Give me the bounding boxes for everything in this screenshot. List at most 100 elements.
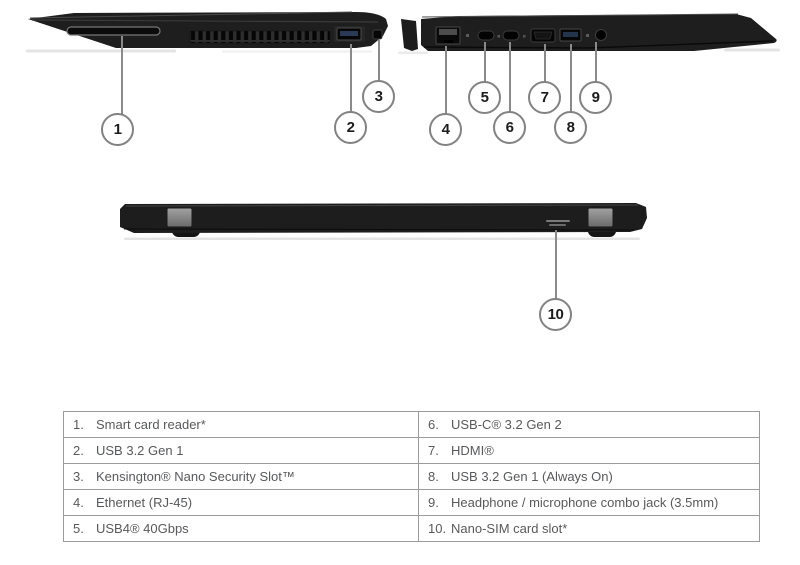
legend-label: HDMI®	[451, 443, 494, 458]
callout-8: 8	[554, 111, 587, 144]
legend-cell: 1. Smart card reader*	[63, 411, 419, 438]
callout-1: 1	[101, 113, 134, 146]
callout-line-2	[350, 44, 352, 112]
callout-5: 5	[468, 81, 501, 114]
lid-edge-highlight	[29, 11, 353, 19]
callout-line-8	[570, 44, 572, 112]
legend-num: 9.	[428, 495, 439, 510]
nano-sim-slot	[546, 220, 570, 226]
callout-6: 6	[493, 111, 526, 144]
callout-line-4	[445, 46, 447, 114]
legend-num: 3.	[73, 469, 84, 484]
vent-grille	[189, 30, 331, 44]
usb-a-tongue	[340, 31, 358, 36]
legend-label: Nano-SIM card slot*	[451, 521, 568, 536]
callout-2: 2	[334, 111, 367, 144]
legend-label: Headphone / microphone combo jack (3.5mm…	[451, 495, 719, 510]
legend-label: USB 3.2 Gen 1	[96, 443, 184, 458]
callout-line-7	[544, 44, 546, 82]
callout-number: 4	[441, 121, 450, 138]
callout-number: 1	[113, 121, 122, 138]
callout-number: 10	[547, 306, 564, 323]
legend-label: USB-C® 3.2 Gen 2	[451, 417, 562, 432]
legend-cell: 2. USB 3.2 Gen 1	[63, 437, 419, 464]
right-hinge	[587, 207, 614, 228]
usb-c-port-1	[477, 30, 495, 41]
legend-num: 1.	[73, 417, 84, 432]
legend-cell: 6. USB-C® 3.2 Gen 2	[418, 411, 760, 438]
legend-cell: 3. Kensington® Nano Security Slot™	[63, 463, 419, 490]
left-hinge	[166, 207, 193, 228]
callout-number: 5	[480, 89, 489, 106]
legend-num: 5.	[73, 521, 84, 536]
callout-line-10	[555, 230, 557, 299]
callout-line-5	[484, 42, 486, 82]
callout-number: 8	[566, 119, 575, 136]
legend-label: USB4® 40Gbps	[96, 521, 189, 536]
callout-10: 10	[539, 298, 572, 331]
ethernet-pins	[439, 29, 457, 35]
table-row: 5. USB4® 40Gbps 10. Nano-SIM card slot*	[63, 515, 760, 542]
legend-cell: 10. Nano-SIM card slot*	[418, 515, 760, 542]
callout-7: 7	[528, 81, 561, 114]
callout-number: 6	[505, 119, 514, 136]
front-lip	[401, 19, 418, 51]
port-legend-table: 1.Smart card reader* 6.USB-C® 3.2 Gen 2 …	[63, 411, 760, 542]
callout-line-3	[378, 40, 380, 81]
legend-num: 4.	[73, 495, 84, 510]
legend-label: Ethernet (RJ-45)	[96, 495, 193, 510]
table-row: 2. USB 3.2 Gen 1 7. HDMI®	[63, 437, 760, 464]
legend-cell: 5. USB4® 40Gbps	[63, 515, 419, 542]
table-row: 4. Ethernet (RJ-45) 9. Headphone / microph…	[63, 489, 760, 516]
laptop-rear-view	[120, 203, 647, 240]
callout-9: 9	[579, 81, 612, 114]
callout-3: 3	[362, 80, 395, 113]
lid-edge-highlight	[125, 204, 639, 207]
legend-cell: 7. HDMI®	[418, 437, 760, 464]
smart-card-reader-slot	[66, 26, 161, 36]
port-icon	[523, 35, 526, 38]
lid-edge-highlight	[421, 13, 739, 18]
kensington-nano-security-slot-icon	[372, 29, 383, 40]
base-seam	[123, 228, 635, 231]
shadow	[222, 50, 372, 53]
legend-num: 7.	[428, 443, 439, 458]
callout-number: 3	[374, 88, 383, 105]
lid-seam	[31, 19, 379, 23]
legend-label: Smart card reader*	[96, 417, 206, 432]
lid-base-seam	[423, 40, 774, 49]
callout-number: 9	[591, 89, 600, 106]
usb-a-tongue	[563, 32, 578, 37]
shadow	[26, 49, 176, 53]
legend-cell: 4. Ethernet (RJ-45)	[63, 489, 419, 516]
shadow	[724, 48, 780, 52]
table-row: 3. Kensington® Nano Security Slot™ 8. USB …	[63, 463, 760, 490]
callout-number: 2	[346, 119, 355, 136]
table-row: 1. Smart card reader* 6. USB-C® 3.2 Gen 2	[63, 411, 760, 438]
callout-4: 4	[429, 113, 462, 146]
port-icon	[586, 34, 589, 37]
port-icon	[466, 34, 469, 37]
headphone-jack-hole	[599, 33, 603, 37]
shadow	[124, 237, 640, 240]
hdmi-inner	[533, 31, 553, 40]
legend-label: Kensington® Nano Security Slot™	[96, 469, 295, 484]
legend-num: 8.	[428, 469, 439, 484]
laptop-left-side-view	[26, 11, 388, 53]
legend-cell: 9. Headphone / microphone combo jack (3.5…	[418, 489, 760, 516]
legend-num: 6.	[428, 417, 439, 432]
port-icon	[497, 35, 500, 38]
laptop-right-side-view	[398, 13, 780, 54]
callout-line-9	[595, 42, 597, 82]
callout-line-6	[509, 42, 511, 112]
usb-c-port-2	[502, 30, 520, 41]
callout-line-1	[121, 36, 123, 114]
laptop-body	[120, 203, 647, 233]
legend-num: 10.	[428, 521, 447, 536]
ethernet-clip	[444, 40, 453, 43]
legend-num: 2.	[73, 443, 84, 458]
shadow	[398, 51, 428, 54]
legend-cell: 8. USB 3.2 Gen 1 (Always On)	[418, 463, 760, 490]
legend-label: USB 3.2 Gen 1 (Always On)	[451, 469, 613, 484]
